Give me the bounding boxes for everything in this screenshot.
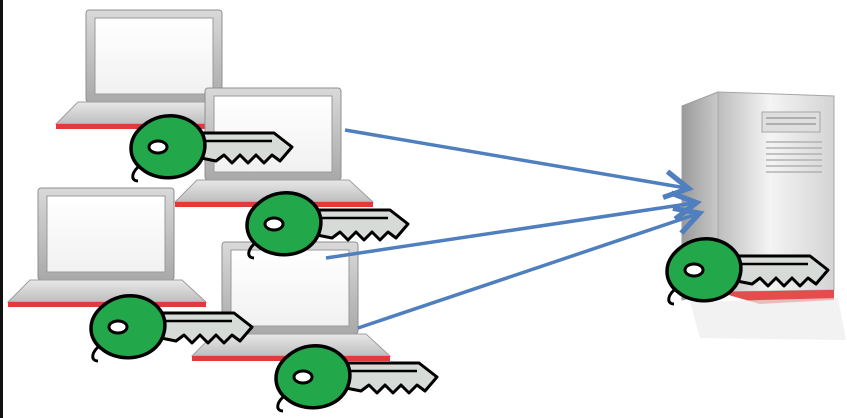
laptop-4: [191, 241, 391, 362]
server: [681, 91, 846, 340]
arrows: [325, 128, 697, 330]
arrow-laptop4-upper-to-server: [325, 203, 694, 260]
arrow-laptop2-to-server: [344, 128, 686, 188]
arrow-laptop4-lower-to-server: [357, 214, 697, 330]
